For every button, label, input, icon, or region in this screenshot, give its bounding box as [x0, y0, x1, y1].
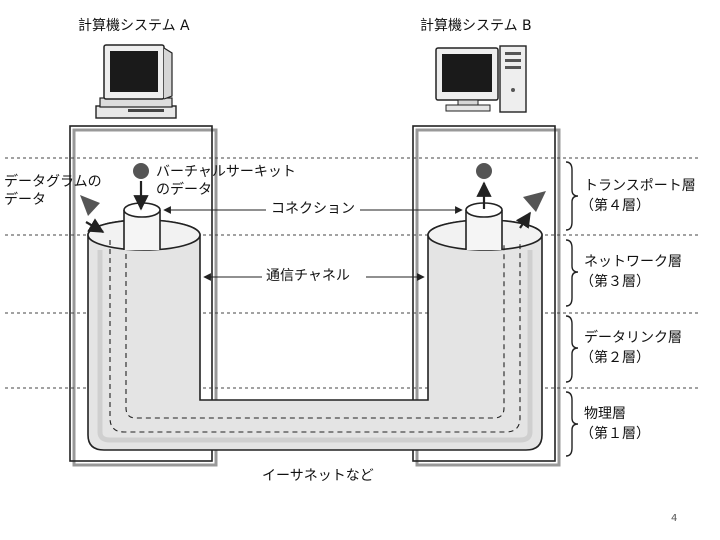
- layer-transport-number: （第４層）: [580, 198, 650, 214]
- channel-pipe: [87, 219, 543, 451]
- layer-network-name: ネットワーク層: [584, 254, 682, 270]
- brace-transport: [565, 161, 579, 231]
- layer-datalink-name: データリンク層: [584, 330, 682, 346]
- page-number: 4: [671, 513, 678, 524]
- connection-tube-b: [465, 202, 503, 250]
- datagram-arrow-b: [515, 211, 531, 229]
- datagram-label-line2: データ: [4, 192, 46, 208]
- layer-braces: [565, 161, 579, 457]
- system-b-title: 計算機システム B: [420, 18, 532, 34]
- inner-channel-lines: [109, 240, 521, 433]
- connection-tube-a: [123, 202, 161, 250]
- label-pointer-arrows: [163, 206, 463, 281]
- datagram-triangle-b: [523, 191, 546, 212]
- layer-network-number: （第３層）: [580, 274, 650, 290]
- layer-transport-name: トランスポート層: [584, 178, 696, 194]
- layer-physical-name: 物理層: [584, 406, 626, 422]
- computer-b-icon: [435, 45, 527, 113]
- ethernet-label: イーサネットなど: [262, 468, 374, 484]
- virtual-circuit-label-line2: のデータ: [156, 182, 212, 198]
- brace-datalink: [565, 315, 579, 383]
- brace-network: [565, 239, 579, 307]
- brace-physical: [565, 391, 579, 457]
- datagram-label-line1: データグラムの: [4, 174, 102, 190]
- datagram-arrow-a: [85, 218, 105, 233]
- virtual-circuit-dot-b: [476, 163, 492, 179]
- layer-physical-number: （第１層）: [580, 426, 650, 442]
- system-b-frame: [412, 125, 561, 467]
- connection-label: コネクション: [268, 201, 358, 218]
- layer-datalink-number: （第２層）: [580, 350, 650, 366]
- computer-a-icon: [95, 44, 177, 119]
- channel-label: 通信チャネル: [263, 268, 353, 285]
- data-flow-arrows: [85, 181, 531, 233]
- datagram-triangle-a: [80, 195, 100, 216]
- system-a-frame: [69, 125, 218, 467]
- virtual-circuit-label-line1: バーチャルサーキット: [156, 164, 296, 180]
- virtual-circuit-dot-a: [133, 163, 149, 179]
- system-a-title: 計算機システム A: [78, 18, 190, 34]
